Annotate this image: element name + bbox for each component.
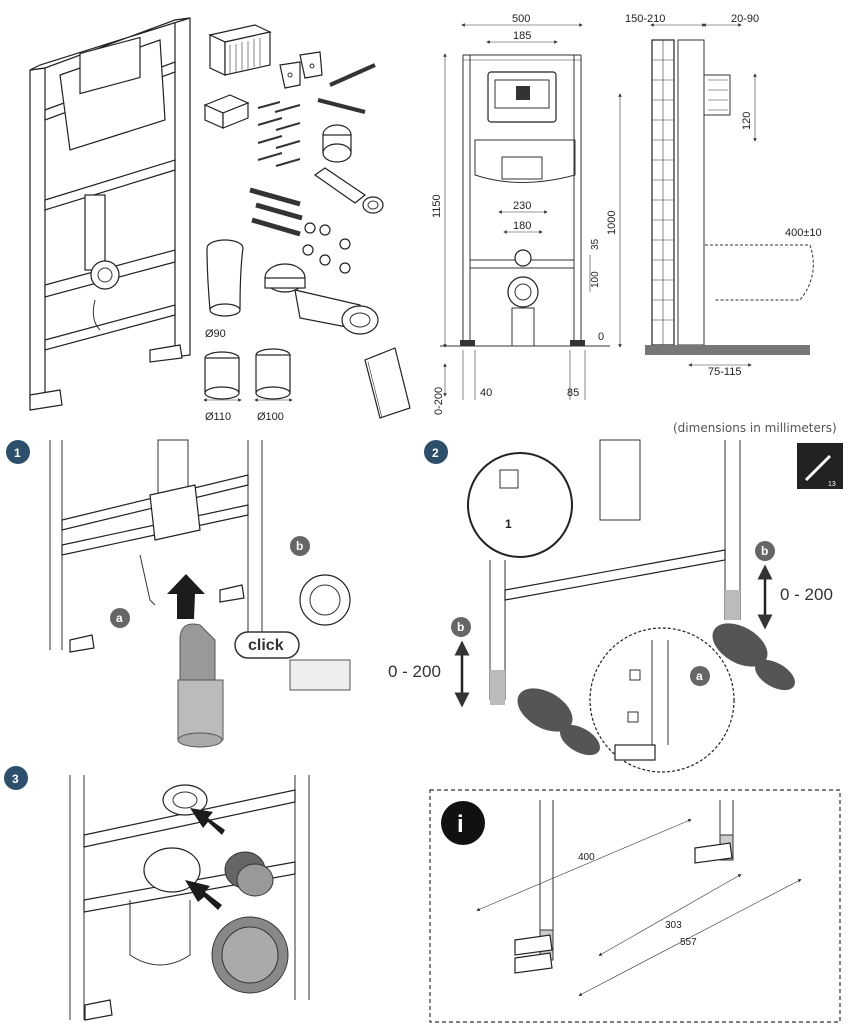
step-3-badge bbox=[4, 766, 28, 790]
front-view: 500 185 1150 1000 230 180 35 100 0 0-200… bbox=[431, 13, 622, 415]
detail-inset bbox=[467, 452, 573, 558]
arrow-2 bbox=[185, 880, 222, 910]
range-right: 0 - 200 bbox=[780, 585, 833, 604]
shoe-left bbox=[517, 688, 573, 732]
step-2: 2 13 1 b 0 - 200 b 0 - 200 a bbox=[388, 439, 843, 773]
info-icon bbox=[441, 801, 485, 845]
range-left: 0 - 200 bbox=[388, 662, 441, 681]
info-dim-303: 303 bbox=[665, 920, 682, 931]
dim-230: 230 bbox=[513, 200, 531, 212]
dim-35: 35 bbox=[590, 238, 601, 250]
step-2-badge-b-left bbox=[451, 617, 471, 637]
info-icon-letter: i bbox=[457, 811, 464, 838]
arrow-1 bbox=[190, 808, 225, 835]
info-box: i 400 303 557 bbox=[429, 789, 841, 1023]
dim-150-210: 150-210 bbox=[625, 13, 665, 25]
elbow-pipe-90 bbox=[206, 239, 244, 317]
reducer-large bbox=[211, 916, 289, 994]
shoe-right bbox=[712, 623, 768, 667]
dim-20-90: 20-90 bbox=[731, 13, 759, 25]
reducer-small bbox=[224, 851, 274, 897]
insulation-block bbox=[208, 24, 272, 76]
step-2-badge-a bbox=[690, 666, 710, 686]
dim-180: 180 bbox=[513, 220, 531, 232]
pipe-100 bbox=[255, 348, 291, 400]
step-1: 1 a b click bbox=[6, 439, 351, 748]
label-o110: Ø110 bbox=[205, 411, 231, 423]
step-3: 3 bbox=[4, 766, 310, 1021]
dim-1000: 1000 bbox=[606, 211, 618, 235]
dim-185: 185 bbox=[513, 30, 531, 42]
step-1-badge bbox=[6, 440, 30, 464]
foam-block bbox=[203, 94, 250, 129]
info-dim-557: 557 bbox=[680, 937, 697, 948]
lock-inset bbox=[589, 627, 735, 773]
seal-connector bbox=[289, 574, 351, 691]
pipe-110 bbox=[204, 351, 240, 400]
dim-75-115: 75-115 bbox=[708, 366, 741, 378]
inset-number: 1 bbox=[505, 517, 512, 531]
frame-perspective bbox=[29, 17, 191, 411]
label-o90: Ø90 bbox=[205, 328, 226, 340]
caps bbox=[322, 124, 352, 163]
step-1-label-b: b bbox=[296, 539, 303, 553]
step-1-badge-a bbox=[110, 608, 130, 628]
dim-1150: 1150 bbox=[431, 194, 443, 218]
unlock-icon bbox=[629, 669, 641, 681]
side-view: 150-210 20-90 120 400±10 75-115 bbox=[625, 13, 822, 378]
connector-pipe bbox=[264, 263, 379, 335]
step-3-number: 3 bbox=[12, 772, 19, 786]
dim-zero: 0 bbox=[598, 331, 604, 343]
click-text: click bbox=[248, 637, 284, 654]
dim-400: 400±10 bbox=[785, 227, 822, 239]
long-bolts bbox=[317, 63, 376, 114]
dim-0-200: 0-200 bbox=[433, 387, 445, 415]
brick-wall bbox=[652, 40, 674, 345]
instruction-booklet bbox=[364, 347, 411, 419]
wall-brackets bbox=[279, 51, 323, 89]
wrench-icon bbox=[804, 454, 832, 482]
dim-85: 85 bbox=[567, 387, 579, 399]
step-2-number: 2 bbox=[432, 446, 439, 460]
step-2-badge bbox=[424, 440, 448, 464]
step-1-number: 1 bbox=[14, 446, 21, 460]
step-2-label-b-right: b bbox=[761, 544, 768, 558]
step-2-badge-b-right bbox=[755, 541, 775, 561]
up-arrow bbox=[167, 574, 205, 619]
step-2-label-b-left: b bbox=[457, 620, 464, 634]
lock-icon bbox=[627, 711, 639, 723]
label-o100: Ø100 bbox=[257, 411, 284, 423]
parts-kit: Ø90 Ø110 Ø100 bbox=[203, 24, 411, 423]
info-dim-400: 400 bbox=[578, 852, 595, 863]
screws bbox=[257, 101, 301, 167]
step-1-label-a: a bbox=[116, 611, 123, 625]
click-badge bbox=[234, 631, 300, 659]
spigot-adapter bbox=[313, 167, 384, 214]
dim-500: 500 bbox=[512, 13, 530, 25]
tool-number: 13 bbox=[828, 481, 836, 488]
dimensions-note: (dimensions in millimeters) bbox=[673, 421, 837, 435]
dim-100: 100 bbox=[590, 271, 601, 288]
dim-120: 120 bbox=[741, 112, 753, 130]
dim-40: 40 bbox=[480, 387, 492, 399]
washers-nuts bbox=[302, 222, 351, 274]
elbow-pipe-step1 bbox=[177, 623, 224, 748]
step-1-badge-b bbox=[290, 536, 310, 556]
threaded-rods bbox=[249, 187, 303, 237]
step-2-label-a: a bbox=[696, 669, 703, 683]
